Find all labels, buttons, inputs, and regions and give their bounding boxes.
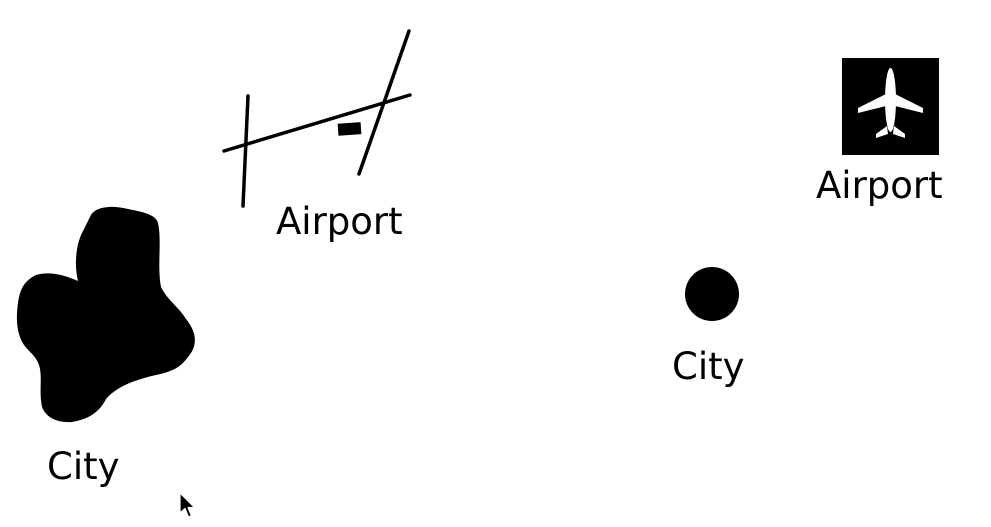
detailed-city-label: City xyxy=(47,445,120,488)
detailed-airport-label: Airport xyxy=(276,200,403,243)
airplane-icon xyxy=(842,58,939,155)
simple-airport-label: Airport xyxy=(816,164,943,207)
runway-icon xyxy=(222,29,412,208)
mouse-pointer-icon xyxy=(179,492,196,518)
simple-city-label: City xyxy=(672,345,745,388)
city-shape-icon xyxy=(16,206,195,423)
circle-dot-icon xyxy=(685,267,739,321)
